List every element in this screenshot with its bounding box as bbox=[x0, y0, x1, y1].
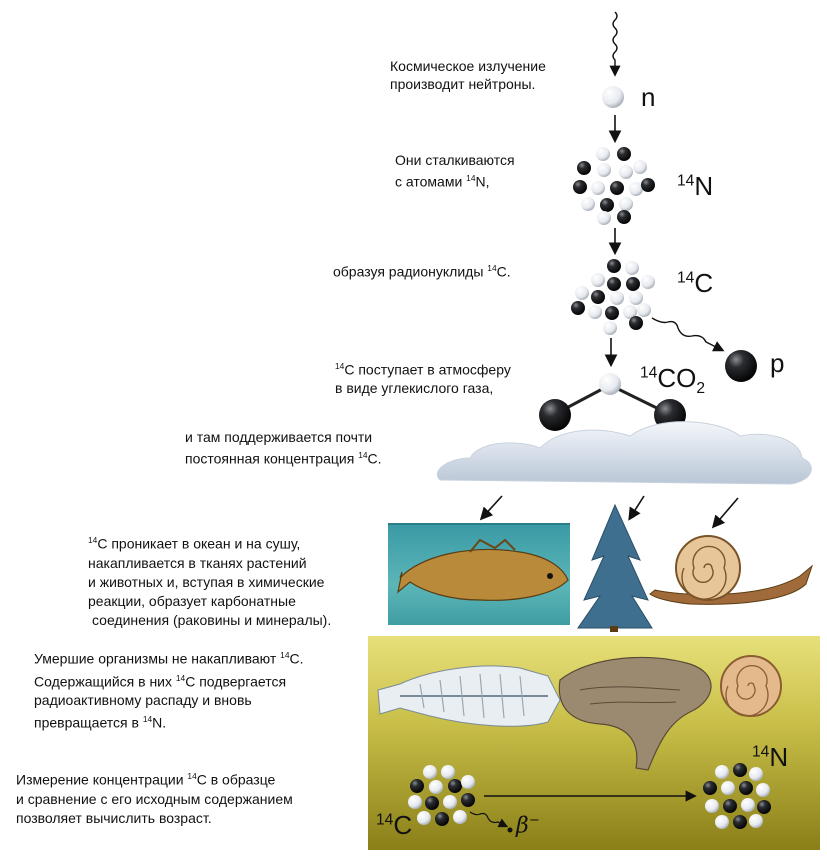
text: Измерение концентрации bbox=[16, 771, 188, 788]
caption-line: 14C проникает в океан и на сушу, bbox=[88, 531, 331, 554]
superscript: 14 bbox=[280, 650, 290, 660]
caption-line: соединения (раковины и минералы). bbox=[92, 611, 332, 628]
caption-line: реакции, образует карбонатные bbox=[88, 592, 296, 609]
text: Умершие организмы не накапливают bbox=[34, 650, 281, 667]
superscript: 14 bbox=[335, 361, 345, 371]
text: C подвергается bbox=[185, 673, 287, 690]
caption-line: Космическое излучение bbox=[390, 58, 546, 74]
label-carbon-dioxide: 14CO2 bbox=[640, 363, 705, 398]
caption-line: и животных и, вступая в химические bbox=[88, 573, 325, 590]
text: N bbox=[694, 171, 714, 201]
fir-tree bbox=[577, 503, 653, 632]
text: C. bbox=[496, 263, 511, 280]
atmosphere-cloud bbox=[437, 421, 812, 485]
label-nitrogen-14-result: 14N bbox=[752, 742, 788, 773]
superscript: 14 bbox=[187, 771, 197, 781]
superscript: 14 bbox=[677, 269, 695, 287]
text: N bbox=[769, 742, 789, 772]
caption-line: в виде углекислого газа, bbox=[335, 379, 494, 396]
proton-ejection-arrow bbox=[651, 317, 725, 352]
label-carbon-14: 14C bbox=[677, 268, 713, 299]
caption-constant-concentration: и там поддерживается почти постоянная ко… bbox=[185, 428, 382, 468]
text: образуя радионуклиды bbox=[333, 263, 488, 280]
label-beta: β− bbox=[516, 813, 540, 838]
superscript: 14 bbox=[175, 672, 186, 683]
caption-line: Умершие организмы не накапливают 14C. bbox=[34, 646, 304, 669]
superscript: 14 bbox=[752, 743, 770, 761]
superscript: 14 bbox=[487, 263, 497, 273]
caption-line: производит нейтроны. bbox=[390, 76, 536, 92]
caption-line: радиоактивному распаду и вновь bbox=[34, 692, 252, 709]
caption-line: позволяет вычислить возраст. bbox=[16, 809, 212, 826]
text: C проникает в океан и на сушу, bbox=[97, 535, 301, 552]
result-nitrogen-nucleus bbox=[703, 763, 771, 829]
superscript: 14 bbox=[466, 173, 476, 183]
label-carbon-14-sample: 14C bbox=[376, 810, 412, 841]
superscript: 14 bbox=[677, 172, 695, 190]
fish bbox=[397, 538, 569, 601]
caption-dead-organisms: Умершие организмы не накапливают 14C. Со… bbox=[34, 646, 304, 733]
beta-emission-arrow bbox=[469, 811, 509, 828]
caption-collision: Они сталкиваются с атомами 14N, bbox=[395, 151, 515, 191]
superscript: − bbox=[528, 813, 540, 828]
text: с атомами bbox=[395, 173, 467, 190]
caption-line: постоянная концентрация 14C. bbox=[185, 446, 382, 468]
text: N. bbox=[152, 714, 167, 731]
beta-particle bbox=[507, 827, 513, 833]
superscript: 14 bbox=[88, 535, 98, 545]
superscript: 14 bbox=[358, 450, 368, 460]
text: C bbox=[393, 810, 413, 840]
arrow-to-ocean bbox=[479, 495, 503, 521]
text: Содержащийся в них bbox=[34, 673, 176, 690]
neutron-ball bbox=[602, 86, 624, 108]
superscript: 14 bbox=[376, 811, 394, 829]
caption-line: превращается в 14N. bbox=[34, 710, 304, 733]
text: превращается в bbox=[34, 714, 143, 731]
text: постоянная концентрация bbox=[185, 450, 359, 467]
carbon-nucleus bbox=[571, 259, 655, 335]
text: C bbox=[694, 268, 714, 298]
caption-line: и сравнение с его исходным содержанием bbox=[16, 790, 293, 807]
caption-radionuclides: образуя радионуклиды 14C. bbox=[333, 259, 511, 281]
superscript: 14 bbox=[640, 364, 658, 382]
text: C. bbox=[289, 650, 304, 667]
snail-shell bbox=[720, 655, 782, 717]
caption-atmosphere: 14C поступает в атмосферу в виде углекис… bbox=[335, 357, 511, 397]
text: CO bbox=[657, 363, 697, 393]
text: N, bbox=[475, 173, 490, 190]
arrow-to-snail bbox=[711, 497, 739, 529]
sample-carbon-nucleus bbox=[408, 765, 475, 826]
caption-line: с атомами 14N, bbox=[395, 169, 515, 191]
arrow-to-tree bbox=[628, 495, 645, 521]
proton-ball bbox=[725, 350, 757, 382]
caption-measurement: Измерение концентрации 14C в образце и с… bbox=[16, 767, 293, 828]
caption-line: накапливается в тканях растений bbox=[88, 554, 307, 571]
caption-line: 14C поступает в атмосферу bbox=[335, 357, 511, 379]
label-nitrogen-14: 14N bbox=[677, 171, 713, 202]
caption-line: Измерение концентрации 14C в образце bbox=[16, 767, 293, 790]
snail bbox=[649, 535, 814, 605]
text: C. bbox=[367, 450, 382, 467]
superscript: 14 bbox=[142, 714, 153, 725]
caption-line: Содержащийся в них 14C подвергается bbox=[34, 669, 304, 692]
nitrogen-nucleus bbox=[573, 147, 655, 225]
driftwood-log bbox=[558, 656, 712, 771]
caption-ocean-land: 14C проникает в океан и на сушу, накапли… bbox=[88, 531, 331, 630]
caption-line: Они сталкиваются bbox=[395, 152, 515, 168]
fish-skeleton bbox=[377, 665, 561, 727]
subscript: 2 bbox=[696, 380, 706, 398]
caption-line: и там поддерживается почти bbox=[185, 429, 373, 445]
label-proton: p bbox=[770, 348, 785, 378]
text: C в образце bbox=[196, 771, 276, 788]
text: C поступает в атмосферу bbox=[344, 361, 511, 378]
label-neutron: n bbox=[641, 82, 656, 112]
caption-cosmic-radiation: Космическое излучение производит нейтрон… bbox=[390, 57, 546, 93]
text: β bbox=[516, 813, 529, 839]
cosmic-ray-arrow bbox=[609, 11, 621, 77]
